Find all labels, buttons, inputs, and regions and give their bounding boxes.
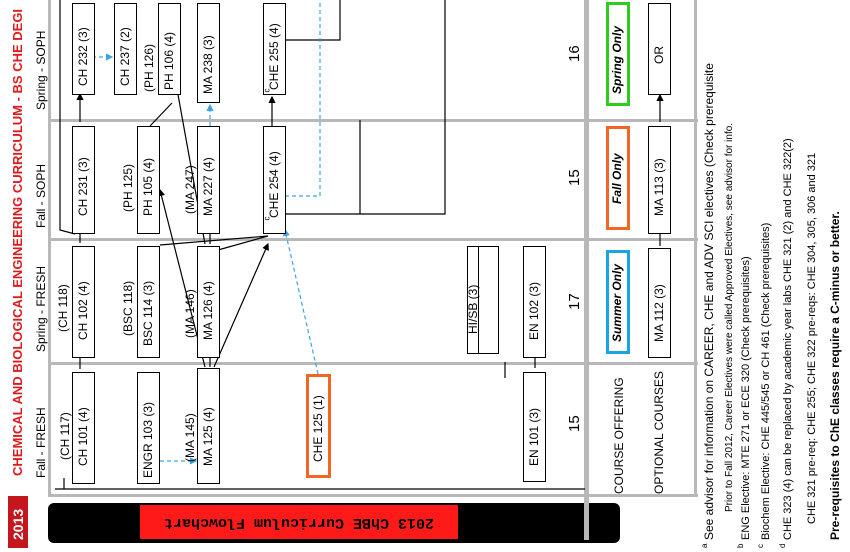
course-ch117-label: (CH 117) [58, 412, 72, 460]
course-ch118-label: (CH 118) [56, 284, 70, 332]
course-ch237-label: CH 237 (2) [118, 27, 132, 86]
course-ch102-label: CH 102 (4) [76, 281, 90, 340]
note-d-sub: CHE 321 pre-req: CHE 255; CHE 322 pre-re… [806, 152, 818, 524]
note-a-sub: Prior to Fall 2012, Career Electives wer… [724, 122, 735, 512]
course-bsc118-label: (BSC 118) [121, 280, 135, 336]
note-b: ENG Elective: MTE 271 or ECE 320 (Check … [740, 256, 752, 540]
note-mark-c: c [756, 544, 765, 548]
fall-only-badge [606, 126, 630, 230]
credits-spring-soph: 16 [566, 45, 583, 62]
banner-red-box [140, 505, 458, 539]
course-ph126-label: (PH 126) [142, 43, 156, 92]
course-or[interactable] [648, 3, 671, 95]
course-ma146-label: (MA 146) [183, 289, 197, 338]
course-offering-label: COURSE OFFERING [612, 377, 626, 494]
course-ma113-label: MA 113 (3) [652, 158, 666, 216]
note-prereq: Pre-requisites to ChE classes require a … [828, 211, 842, 540]
grid-row-divider-3 [48, 362, 698, 365]
course-hisb[interactable] [467, 246, 499, 354]
year-tag [8, 496, 28, 548]
course-che255[interactable] [263, 3, 286, 95]
note-mark-a: a [700, 543, 709, 548]
course-or-label: OR [652, 46, 666, 64]
course-engr103[interactable] [137, 372, 160, 484]
spring-only-badge [606, 2, 630, 106]
course-engr103-label: ENGR 103 (3) [141, 401, 155, 478]
course-ch101[interactable] [72, 372, 95, 484]
note-mark-d: d [778, 543, 787, 548]
course-ma227-label: MA 227 (4) [201, 157, 215, 216]
grid-bottom [48, 494, 698, 497]
note-a: See advisor for information on CAREER, C… [702, 63, 716, 540]
note-c: Biochem Elective: CHE 445/545 or CH 461 … [760, 222, 772, 540]
credits-fall-fresh: 15 [566, 415, 583, 432]
grid-right [694, 0, 697, 496]
course-ch237[interactable] [114, 3, 137, 95]
course-che254[interactable] [263, 126, 286, 234]
credits-fall-soph: 15 [566, 169, 583, 186]
course-ch231[interactable] [72, 126, 95, 234]
spring-only-label: Spring Only [610, 25, 624, 94]
summer-only-label: Summer Only [610, 263, 624, 342]
course-ph105-label: PH 105 (4) [141, 157, 155, 216]
course-ma126[interactable] [197, 246, 220, 358]
course-ch231-label: CH 231 (3) [76, 157, 90, 216]
summer-only-badge [606, 250, 630, 354]
course-ma238[interactable] [197, 3, 220, 103]
course-ma247-label: (MA 247) [183, 165, 197, 214]
course-en101[interactable] [523, 372, 546, 482]
course-ch102[interactable] [72, 246, 95, 358]
course-ch232[interactable] [72, 3, 95, 95]
course-ma112-text: MA 112 (3) [652, 284, 666, 342]
grid-left [48, 0, 51, 496]
course-ma227[interactable] [197, 126, 220, 234]
course-ph105[interactable] [137, 126, 160, 234]
optional-courses-label: OPTIONAL COURSES [652, 371, 666, 494]
course-ph125-label: (PH 125) [121, 163, 135, 212]
course-che125[interactable] [306, 374, 331, 478]
course-bsc114[interactable] [137, 246, 160, 358]
course-ch101-label: CH 101 (4) [76, 407, 90, 466]
note-mark-b: b [736, 543, 745, 548]
course-bsc114-label: BSC 114 (3) [141, 280, 155, 346]
course-ph106[interactable] [158, 3, 181, 95]
hisb-divider [478, 246, 479, 354]
course-ma238-label: MA 238 (3) [201, 35, 215, 94]
course-che254-label: CHE 254 (4) [267, 151, 281, 218]
che254-superscript: c [262, 216, 272, 221]
course-ma126-label: MA 126 (4) [201, 281, 215, 340]
grid-row-divider-2 [48, 238, 698, 241]
course-che125-label: CHE 125 (1) [311, 395, 325, 462]
course-hisb-label: HI/SB (3) [466, 284, 480, 334]
grid-column-divider [584, 0, 589, 540]
course-ch232-label: CH 232 (3) [76, 27, 90, 86]
course-ma125[interactable] [197, 368, 220, 484]
course-ma113[interactable] [648, 126, 671, 234]
course-en101-label: EN 101 (3) [527, 407, 541, 466]
course-ph106-label: PH 106 (4) [162, 31, 176, 90]
che255-superscript: c [262, 88, 272, 93]
fall-only-label: Fall Only [610, 153, 624, 204]
course-en102-label: EN 102 (3) [527, 281, 541, 340]
course-ma112[interactable] [648, 248, 671, 358]
course-en102[interactable] [523, 246, 546, 358]
course-ma125-label: MA 125 (4) [201, 407, 215, 466]
course-ma145-label: (MA 145) [183, 413, 197, 462]
course-che255-label: CHE 255 (4) [267, 23, 281, 90]
note-d: CHE 323 (4) can be replaced by academic … [782, 138, 794, 540]
credits-spring-fresh: 17 [566, 293, 583, 310]
grid-row-divider-1 [48, 119, 698, 122]
